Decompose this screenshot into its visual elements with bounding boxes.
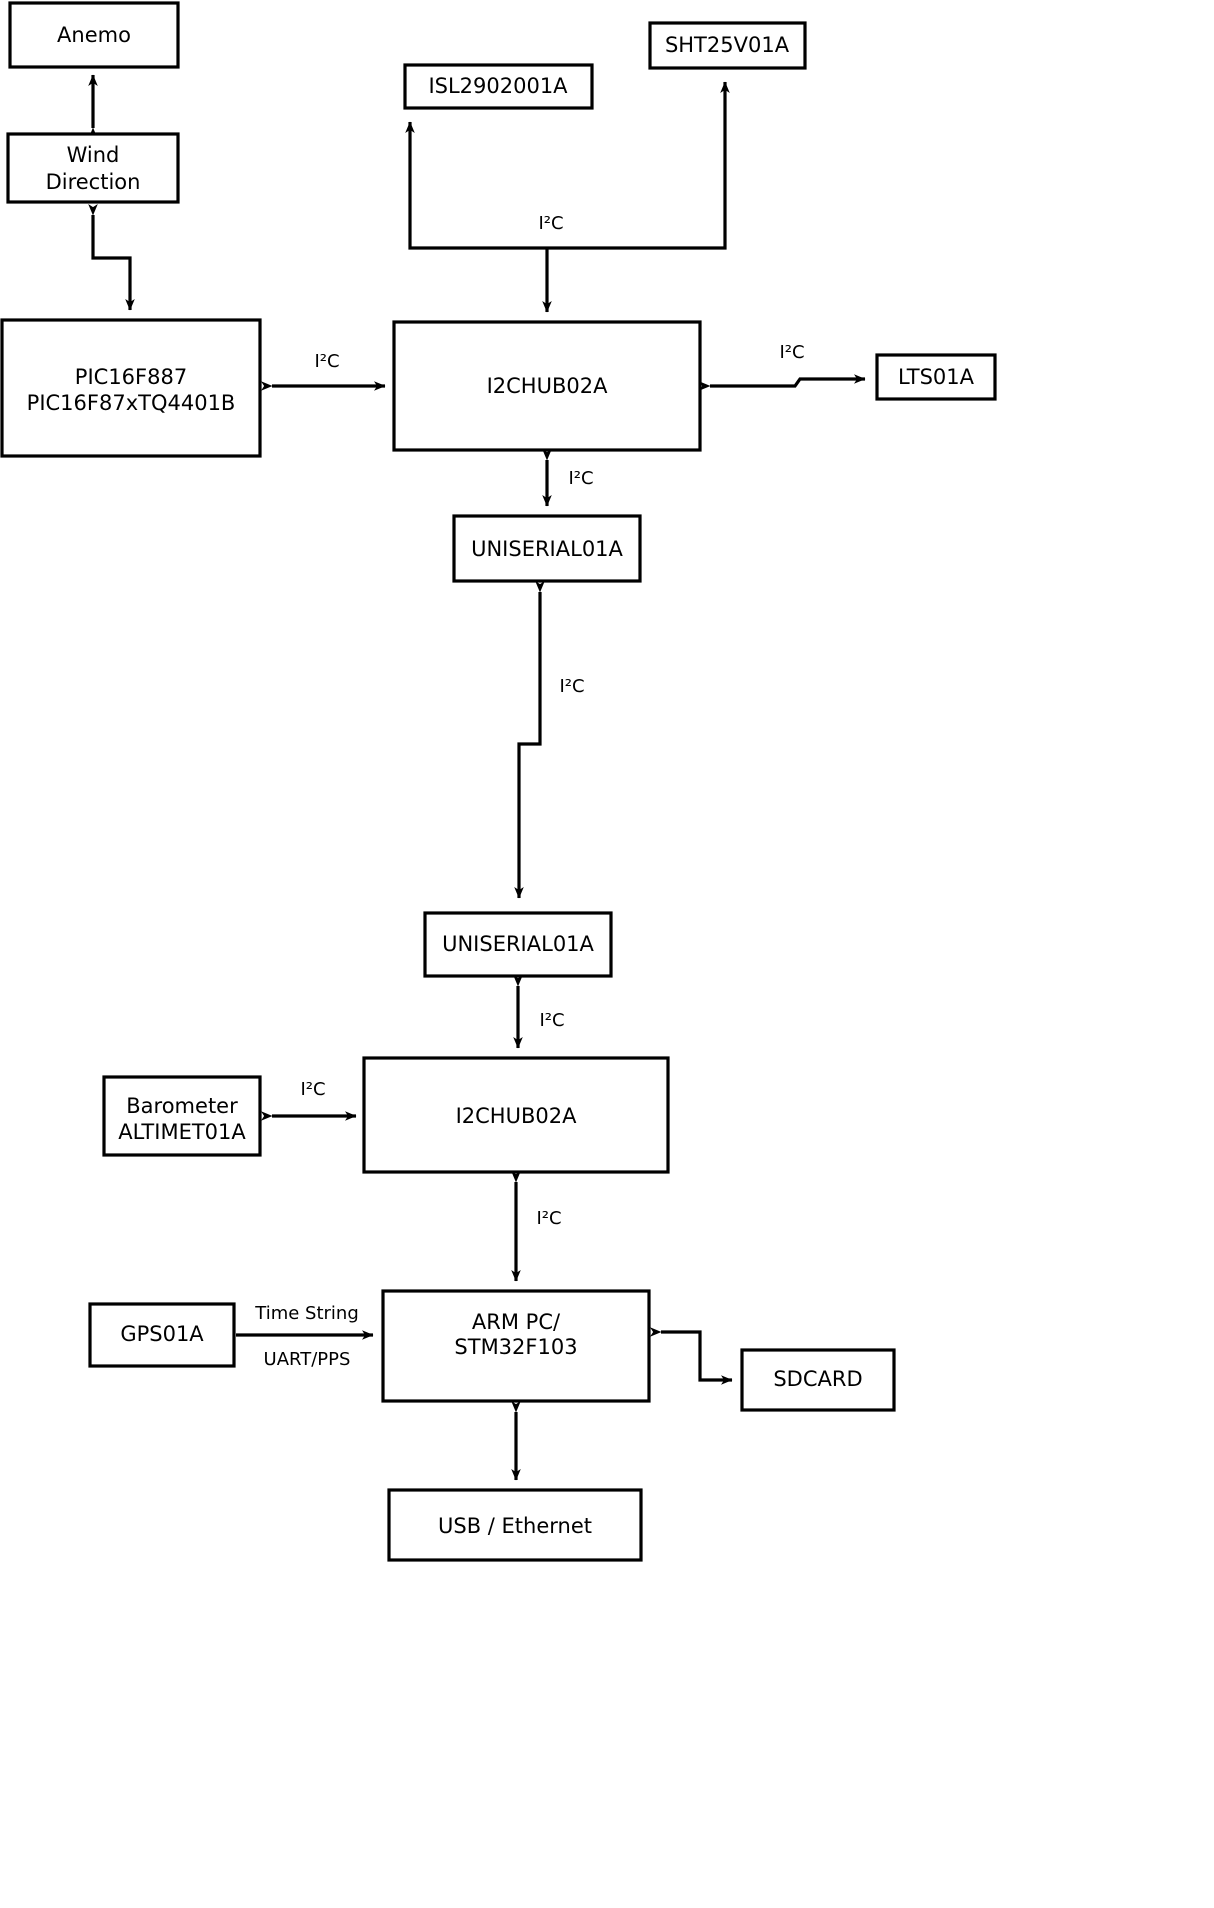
- node-usb-ethernet[interactable]: USB / Ethernet: [387, 1488, 643, 1562]
- edge-label-i2c-top: I²C: [538, 213, 563, 234]
- node-pic-label-line2: PIC16F87xTQ4401B: [27, 391, 236, 415]
- node-i2chub02a-bottom[interactable]: I2CHUB02A: [362, 1056, 670, 1174]
- edge-label-layer: I²C I²C I²C I²C I²C I²C I²C I²C Time Str…: [254, 213, 804, 1370]
- node-anemo[interactable]: Anemo: [8, 1, 180, 69]
- node-uniserial01a-top[interactable]: UNISERIAL01A: [452, 514, 642, 583]
- edge-label-i2c-pic: I²C: [314, 351, 339, 372]
- node-barometer-label-line2: ALTIMET01A: [118, 1120, 246, 1144]
- edge-label-i2c-uniserial-top: I²C: [568, 468, 593, 489]
- node-sht25v01a[interactable]: SHT25V01A: [648, 21, 807, 70]
- node-sdcard-label: SDCARD: [773, 1367, 862, 1391]
- node-arm-pc-label-line1: ARM PC/: [472, 1310, 561, 1334]
- edge-label-i2c-barometer: I²C: [300, 1079, 325, 1100]
- node-wind-direction[interactable]: Wind Direction: [6, 132, 180, 204]
- node-isl2902001a[interactable]: ISL2902001A: [403, 63, 594, 110]
- node-anemo-label: Anemo: [57, 23, 131, 47]
- edge-label-i2c-uniserial-bottom: I²C: [539, 1010, 564, 1031]
- node-pic[interactable]: PIC16F887 PIC16F87xTQ4401B: [0, 318, 262, 458]
- node-sht25v01a-label: SHT25V01A: [665, 33, 790, 57]
- node-uniserial01a-top-label: UNISERIAL01A: [471, 537, 623, 561]
- node-gps01a-label: GPS01A: [120, 1322, 204, 1346]
- node-uniserial01a-bottom[interactable]: UNISERIAL01A: [423, 911, 613, 978]
- node-wind-direction-label-line1: Wind: [67, 143, 120, 167]
- edge-label-i2c-middle: I²C: [559, 676, 584, 697]
- edge-pic-winddirection: [88, 204, 135, 311]
- node-isl2902001a-label: ISL2902001A: [428, 74, 568, 98]
- edge-arm-sdcard: [650, 1327, 733, 1385]
- node-barometer-label-line1: Barometer: [126, 1094, 238, 1118]
- edge-layer: [88, 74, 866, 1481]
- edge-hub-lts: [699, 374, 866, 391]
- edge-label-i2c-lts: I²C: [779, 342, 804, 363]
- node-uniserial01a-bottom-label: UNISERIAL01A: [442, 932, 594, 956]
- node-lts01a-label: LTS01A: [898, 365, 975, 389]
- node-gps01a[interactable]: GPS01A: [88, 1302, 236, 1368]
- edge-uniserial-uniserial: [514, 581, 545, 899]
- node-usb-ethernet-label: USB / Ethernet: [438, 1514, 592, 1538]
- edge-label-uart-pps: UART/PPS: [264, 1349, 351, 1370]
- edge-hub-sht: [547, 81, 730, 250]
- node-barometer[interactable]: Barometer ALTIMET01A: [102, 1075, 262, 1157]
- node-arm-pc-label-line2: STM32F103: [454, 1335, 577, 1359]
- node-i2chub02a-top-label: I2CHUB02A: [487, 374, 609, 398]
- edge-label-i2c-arm: I²C: [536, 1208, 561, 1229]
- node-lts01a[interactable]: LTS01A: [875, 353, 997, 401]
- edge-label-time-string: Time String: [254, 1303, 359, 1324]
- node-i2chub02a-top[interactable]: I2CHUB02A: [392, 320, 702, 452]
- edge-hub-isl: [405, 121, 547, 250]
- node-wind-direction-label-line2: Direction: [46, 170, 141, 194]
- node-i2chub02a-bottom-label: I2CHUB02A: [456, 1104, 578, 1128]
- node-sdcard[interactable]: SDCARD: [740, 1348, 896, 1412]
- node-layer: Anemo Wind Direction PIC16F887 PIC16F87x…: [0, 1, 997, 1562]
- node-arm-pc[interactable]: ARM PC/ STM32F103: [381, 1289, 651, 1403]
- node-pic-label-line1: PIC16F887: [75, 365, 187, 389]
